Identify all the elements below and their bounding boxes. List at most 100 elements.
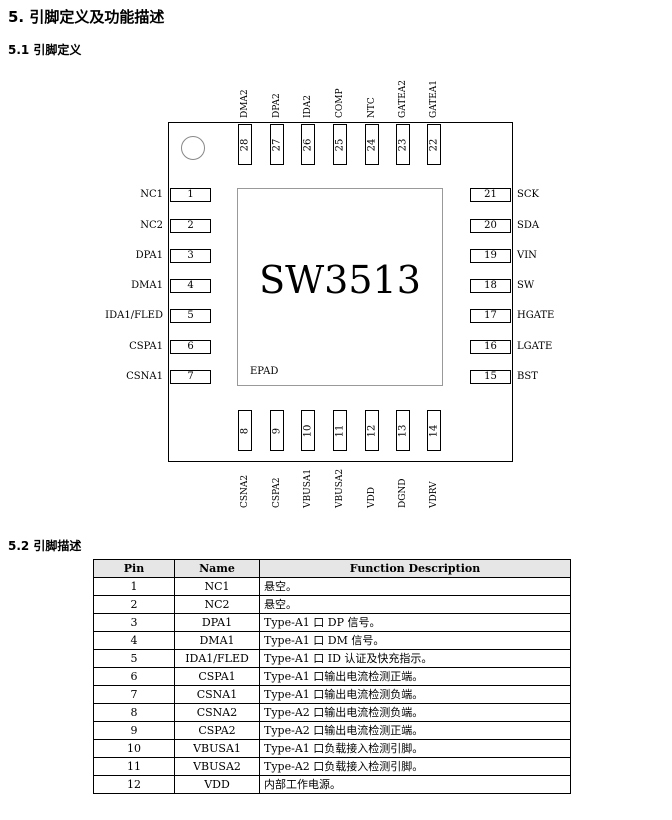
cell-function: 悬空。 bbox=[259, 577, 571, 596]
cell-name: VBUSA1 bbox=[174, 739, 260, 758]
pin-number-8: 8 bbox=[239, 427, 251, 434]
cell-name: CSNA2 bbox=[174, 703, 260, 722]
pin-number-23: 23 bbox=[397, 138, 409, 151]
cell-function: Type-A1 口 DP 信号。 bbox=[259, 613, 571, 632]
cell-function: Type-A1 口输出电流检测正端。 bbox=[259, 667, 571, 686]
pin-18: 18 bbox=[470, 279, 511, 293]
pin-label-25: COMP bbox=[335, 88, 345, 118]
cell-name: DPA1 bbox=[174, 613, 260, 632]
pin-label-24: NTC bbox=[367, 97, 377, 118]
pin-10: 10 bbox=[301, 410, 315, 451]
cell-function: Type-A2 口负载接入检测引脚。 bbox=[259, 757, 571, 776]
pin-label-20: SDA bbox=[517, 220, 540, 231]
pin-number-24: 24 bbox=[366, 138, 378, 151]
pin-label-23: GATEA2 bbox=[398, 80, 408, 118]
pin1-marker bbox=[181, 136, 205, 160]
cell-pin: 7 bbox=[93, 685, 175, 704]
pin-label-5: IDA1/FLED bbox=[105, 310, 163, 321]
cell-name: CSPA2 bbox=[174, 721, 260, 740]
pin-number-27: 27 bbox=[271, 138, 283, 151]
cell-function: 悬空。 bbox=[259, 595, 571, 614]
pin-4: 4 bbox=[170, 279, 211, 293]
pin-label-1: NC1 bbox=[140, 189, 163, 200]
pin-26: 26 bbox=[301, 124, 315, 165]
pin-20: 20 bbox=[470, 219, 511, 233]
exposed-pad bbox=[237, 188, 443, 386]
section-heading: 5. 引脚定义及功能描述 bbox=[8, 8, 165, 26]
pin-label-11: VBUSA2 bbox=[335, 468, 345, 508]
pin-label-18: SW bbox=[517, 280, 535, 291]
pin-13: 13 bbox=[396, 410, 410, 451]
pin-16: 16 bbox=[470, 340, 511, 354]
cell-function: 内部工作电源。 bbox=[259, 775, 571, 794]
pin-number-11: 11 bbox=[334, 424, 346, 437]
cell-name: DMA1 bbox=[174, 631, 260, 650]
cell-name: IDA1/FLED bbox=[174, 649, 260, 668]
pin-label-2: NC2 bbox=[140, 220, 163, 231]
pin-number-28: 28 bbox=[239, 138, 251, 151]
pin-number-9: 9 bbox=[271, 427, 283, 434]
pin-label-12: VDD bbox=[367, 487, 377, 508]
pin-label-9: CSPA2 bbox=[272, 477, 282, 508]
header-function: Function Description bbox=[259, 559, 571, 578]
pin-number-13: 13 bbox=[397, 424, 409, 437]
pin-15: 15 bbox=[470, 370, 511, 384]
pin-label-22: GATEA1 bbox=[429, 80, 439, 118]
cell-pin: 4 bbox=[93, 631, 175, 650]
pin-label-21: SCK bbox=[517, 189, 539, 200]
pin-label-13: DGND bbox=[398, 478, 408, 509]
header-name: Name bbox=[174, 559, 260, 578]
cell-name: VDD bbox=[174, 775, 260, 794]
cell-function: Type-A1 口输出电流检测负端。 bbox=[259, 685, 571, 704]
cell-pin: 9 bbox=[93, 721, 175, 740]
cell-pin: 8 bbox=[93, 703, 175, 722]
cell-name: CSPA1 bbox=[174, 667, 260, 686]
pin-6: 6 bbox=[170, 340, 211, 354]
header-pin: Pin bbox=[93, 559, 175, 578]
cell-function: Type-A1 口负载接入检测引脚。 bbox=[259, 739, 571, 758]
cell-name: CSNA1 bbox=[174, 685, 260, 704]
pin-28: 28 bbox=[238, 124, 252, 165]
pin-label-28: DMA2 bbox=[240, 89, 250, 118]
pin-label-26: IDA2 bbox=[303, 95, 313, 118]
pin-number-12: 12 bbox=[366, 424, 378, 437]
pin-2: 2 bbox=[170, 219, 211, 233]
pin-label-10: VBUSA1 bbox=[303, 468, 313, 508]
pin-1: 1 bbox=[170, 188, 211, 202]
pin-number-25: 25 bbox=[334, 138, 346, 151]
pin-number-10: 10 bbox=[302, 424, 314, 437]
cell-pin: 2 bbox=[93, 595, 175, 614]
pin-label-6: CSPA1 bbox=[129, 341, 163, 352]
pin-25: 25 bbox=[333, 124, 347, 165]
pin-21: 21 bbox=[470, 188, 511, 202]
pin-12: 12 bbox=[365, 410, 379, 451]
pin-11: 11 bbox=[333, 410, 347, 451]
cell-name: NC1 bbox=[174, 577, 260, 596]
pin-3: 3 bbox=[170, 249, 211, 263]
pin-label-7: CSNA1 bbox=[126, 371, 163, 382]
cell-pin: 11 bbox=[93, 757, 175, 776]
cell-function: Type-A1 口 DM 信号。 bbox=[259, 631, 571, 650]
cell-function: Type-A1 口 ID 认证及快充指示。 bbox=[259, 649, 571, 668]
chip-name: SW3513 bbox=[259, 258, 421, 302]
subsection-pin-description: 5.2 引脚描述 bbox=[8, 539, 82, 553]
cell-pin: 10 bbox=[93, 739, 175, 758]
subsection-pin-definition: 5.1 引脚定义 bbox=[8, 43, 82, 57]
pin-8: 8 bbox=[238, 410, 252, 451]
cell-function: Type-A2 口输出电流检测正端。 bbox=[259, 721, 571, 740]
pin-label-19: VIN bbox=[517, 250, 537, 261]
cell-function: Type-A2 口输出电流检测负端。 bbox=[259, 703, 571, 722]
